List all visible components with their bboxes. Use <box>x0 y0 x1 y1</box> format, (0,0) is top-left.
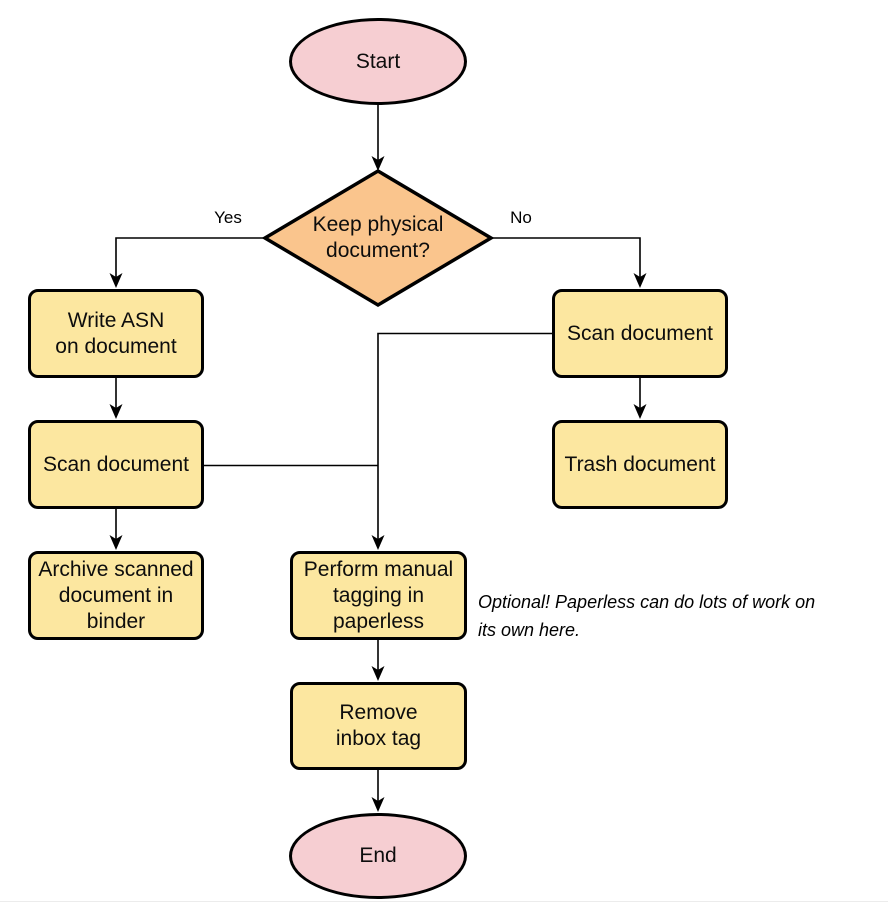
arrowhead-icon <box>109 535 123 550</box>
bottom-divider <box>0 901 888 902</box>
process-scan-document-left: Scan document <box>28 420 204 509</box>
arrowhead-icon <box>633 273 647 288</box>
edge-label-yes: Yes <box>214 208 242 227</box>
start-label: Start <box>355 49 401 73</box>
process-label-line: on document <box>55 334 177 358</box>
arrowheads <box>109 156 647 812</box>
process-archive-binder: Archive scanned document in binder <box>28 551 204 640</box>
process-label-line: Write ASN <box>67 308 165 332</box>
process-write-asn: Write ASN on document <box>28 289 204 378</box>
process-label-line: Perform manual <box>303 557 454 581</box>
arrowhead-icon <box>371 797 385 812</box>
arrowhead-icon <box>371 666 385 681</box>
note-line: its own here. <box>478 620 581 640</box>
arrowhead-icon <box>109 404 123 419</box>
arrowhead-icon <box>371 156 385 171</box>
process-label-line: Remove <box>339 701 418 724</box>
arrowhead-icon <box>371 535 385 550</box>
end-terminal: End <box>289 813 467 899</box>
note-optional: Optional! Paperless can do lots of work … <box>478 588 815 644</box>
decision-label-line: Keep physical <box>312 213 444 236</box>
edge-decision-yes <box>115 237 266 279</box>
process-manual-tagging: Perform manual tagging in paperless <box>290 551 467 640</box>
decision-keep-physical: Keep physical document? <box>278 203 478 273</box>
process-label-line: inbox tag <box>335 727 422 750</box>
process-remove-inbox-tag: Remove inbox tag <box>290 682 467 770</box>
note-line: Optional! Paperless can do lots of work … <box>478 592 816 612</box>
process-label-line: Scan document <box>567 321 713 345</box>
process-scan-document-right: Scan document <box>552 289 728 378</box>
arrowhead-icon <box>633 404 647 419</box>
arrowhead-icon <box>109 273 123 288</box>
process-label-line: Archive scanned <box>38 557 194 581</box>
process-label-line: document in <box>58 583 174 607</box>
process-label-line: Trash document <box>564 452 716 476</box>
decision-label-line: document? <box>326 239 430 262</box>
process-label-line: binder <box>86 609 146 633</box>
process-label-line: tagging in <box>332 583 425 607</box>
process-trash-document: Trash document <box>552 420 728 509</box>
end-label: End <box>359 844 397 867</box>
decision-diamond-shape <box>261 168 495 308</box>
edge-scanright-to-tagging <box>377 332 553 541</box>
start-terminal: Start <box>289 18 467 105</box>
process-label-line: Scan document <box>43 452 189 476</box>
edge-label-no: No <box>510 208 532 227</box>
process-label-line: paperless <box>332 609 425 633</box>
edge-decision-no <box>490 237 641 279</box>
